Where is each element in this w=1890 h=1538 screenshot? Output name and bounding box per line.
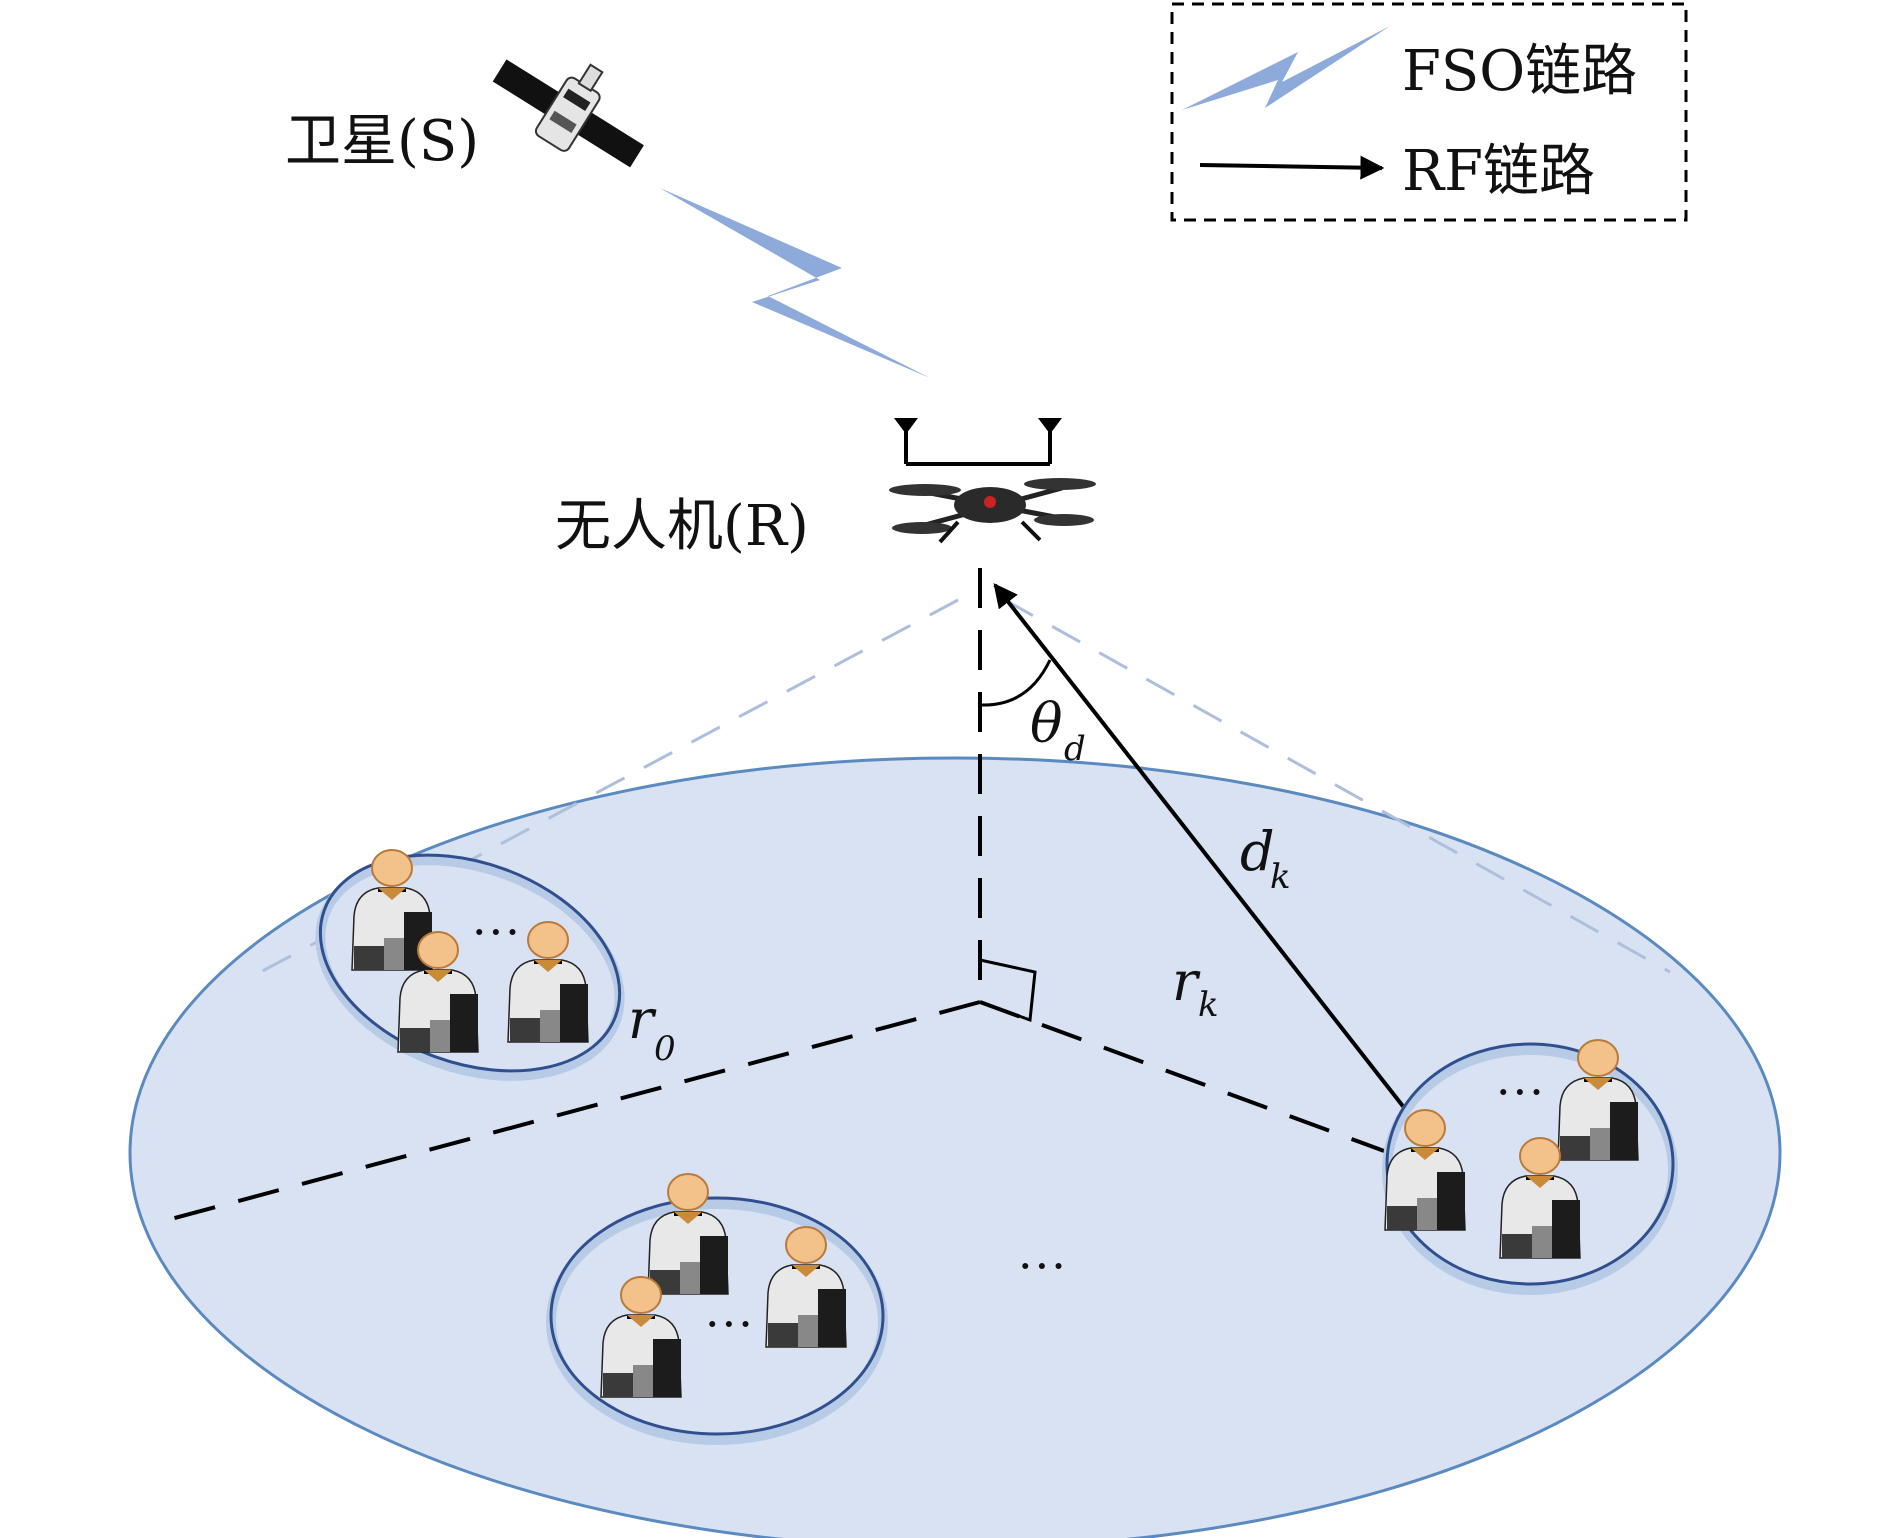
svg-text:r: r <box>1172 950 1201 1013</box>
user-cluster-bottom: ··· <box>546 1173 888 1445</box>
right-angle-marker <box>979 958 1037 1023</box>
cluster-ellipsis: ··· <box>705 1297 755 1351</box>
legend-rf-label: RF链路 <box>1402 139 1595 204</box>
svg-text:r: r <box>628 988 657 1051</box>
label-d-k: d k <box>1240 820 1291 897</box>
middle-ellipsis: ··· <box>1018 1239 1068 1293</box>
svg-text:k: k <box>1198 985 1219 1025</box>
legend-rf-arrow-icon <box>1199 155 1385 180</box>
uav-antenna <box>904 428 1052 466</box>
fso-link-bolt <box>660 188 930 378</box>
satellite-icon <box>492 59 644 168</box>
svg-text:d: d <box>1240 820 1275 883</box>
satellite-label: 卫星(S) <box>285 109 479 174</box>
theta-arc <box>981 659 1052 707</box>
antenna-tip-icon <box>1038 418 1062 434</box>
radius-lines <box>159 1000 1396 1224</box>
svg-text:θ: θ <box>1030 692 1063 755</box>
cluster-ellipsis: ··· <box>472 905 522 959</box>
uav-drone-icon <box>889 478 1096 544</box>
legend-fso-bolt-icon <box>1182 26 1390 110</box>
legend-fso-label: FSO链路 <box>1402 39 1637 104</box>
user-cluster-left: ··· <box>315 849 625 1081</box>
legend-box: FSO链路 RF链路 <box>1170 2 1688 222</box>
label-theta-d: θ d <box>1030 692 1086 769</box>
user-cluster-right: ··· <box>1382 1039 1678 1295</box>
uav-label: 无人机(R) <box>555 494 809 559</box>
label-r-0: r 0 <box>628 988 676 1069</box>
rf-link-arrow <box>993 583 1422 1130</box>
antenna-tip-icon <box>894 418 918 434</box>
label-r-k: r k <box>1172 950 1219 1025</box>
cluster-ellipsis: ··· <box>1496 1065 1546 1119</box>
svg-text:d: d <box>1064 729 1086 769</box>
svg-text:k: k <box>1270 857 1291 897</box>
svg-text:0: 0 <box>654 1029 676 1069</box>
